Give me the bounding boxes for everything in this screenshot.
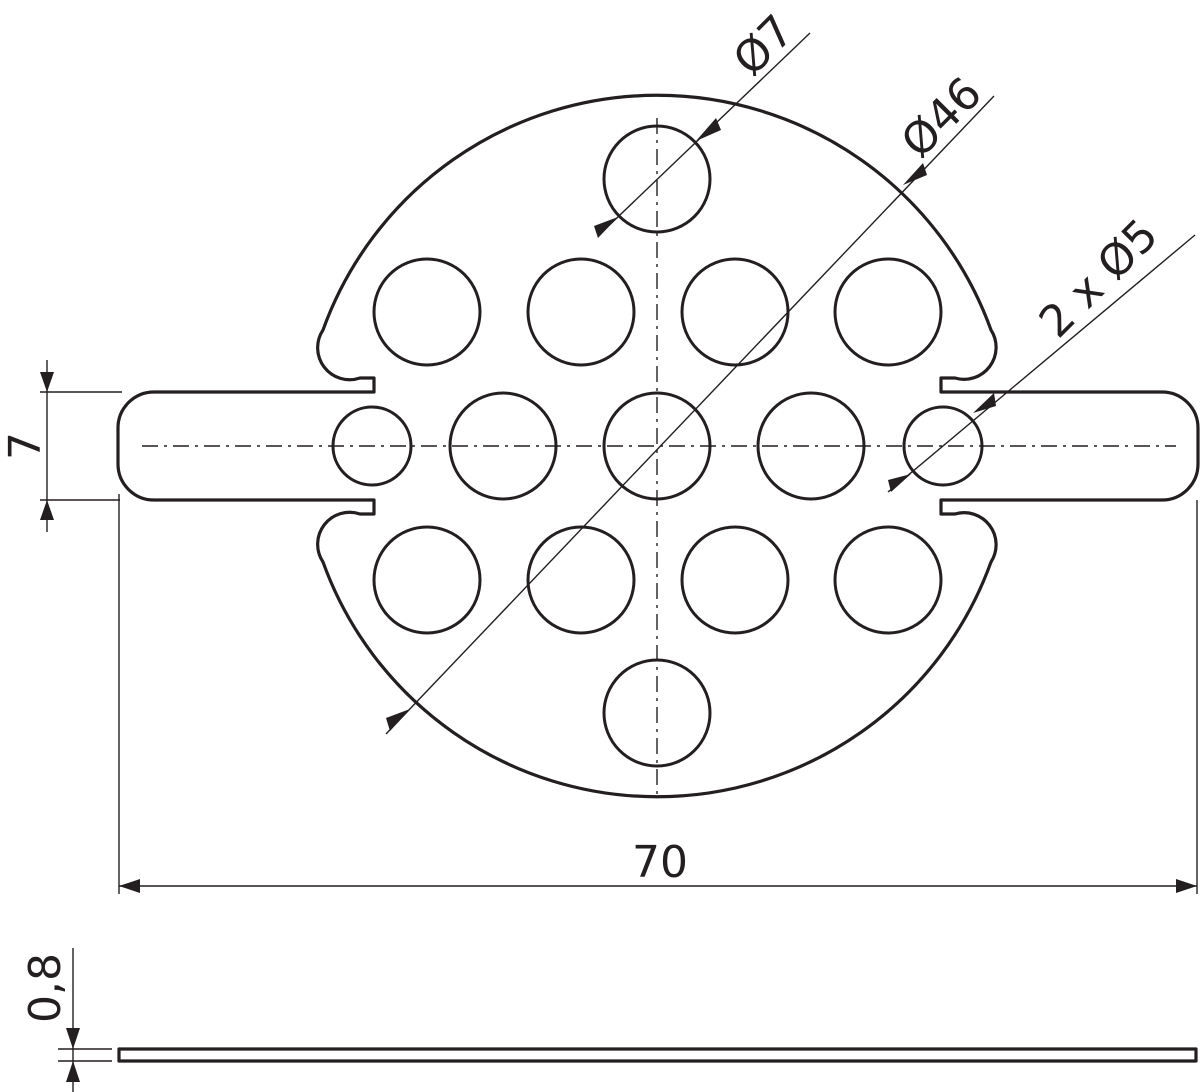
hole	[372, 257, 482, 367]
dim-label-hole-large: Ø7	[724, 5, 804, 85]
hole	[756, 391, 866, 501]
arrowhead	[696, 118, 721, 141]
arrowhead	[386, 709, 410, 731]
dim-tab-width: 7	[0, 360, 122, 532]
arrowhead	[119, 879, 140, 893]
dim-thickness: 0,8	[20, 948, 112, 1092]
hole-top	[602, 124, 712, 234]
hole	[448, 391, 558, 501]
hole	[526, 257, 636, 367]
hole	[680, 257, 790, 367]
arrowhead	[973, 393, 996, 413]
dim-hole-small: 2 x Ø5	[887, 209, 1196, 493]
hole	[372, 525, 482, 635]
side-view-plate	[117, 1047, 1198, 1063]
arrowhead	[66, 1061, 80, 1082]
dim-overall-length: 70	[118, 494, 1198, 894]
arrowhead	[888, 474, 911, 492]
arrowhead	[1176, 879, 1197, 893]
hole	[833, 525, 943, 635]
small-holes	[331, 405, 984, 487]
hole	[833, 257, 943, 367]
dim-label-thickness: 0,8	[20, 953, 71, 1023]
small-hole-left	[331, 405, 413, 487]
small-hole-right	[902, 405, 984, 487]
hole	[526, 525, 636, 635]
large-holes	[372, 124, 943, 768]
dim-label-tab-width: 7	[0, 432, 51, 460]
plate-outline	[116, 93, 1200, 799]
arrowhead	[40, 500, 54, 520]
hole-center	[602, 391, 712, 501]
hole-bottom	[602, 658, 712, 768]
arrowhead	[903, 163, 927, 185]
dim-label-overall-length: 70	[632, 837, 688, 888]
dim-label-outer-diameter: Ø46	[892, 68, 992, 168]
arrowhead	[594, 217, 618, 238]
arrowhead	[40, 372, 54, 392]
dim-label-hole-small: 2 x Ø5	[1030, 209, 1168, 347]
dim-hole-large: Ø7	[594, 5, 811, 238]
hole	[680, 525, 790, 635]
arrowhead	[66, 1028, 80, 1049]
